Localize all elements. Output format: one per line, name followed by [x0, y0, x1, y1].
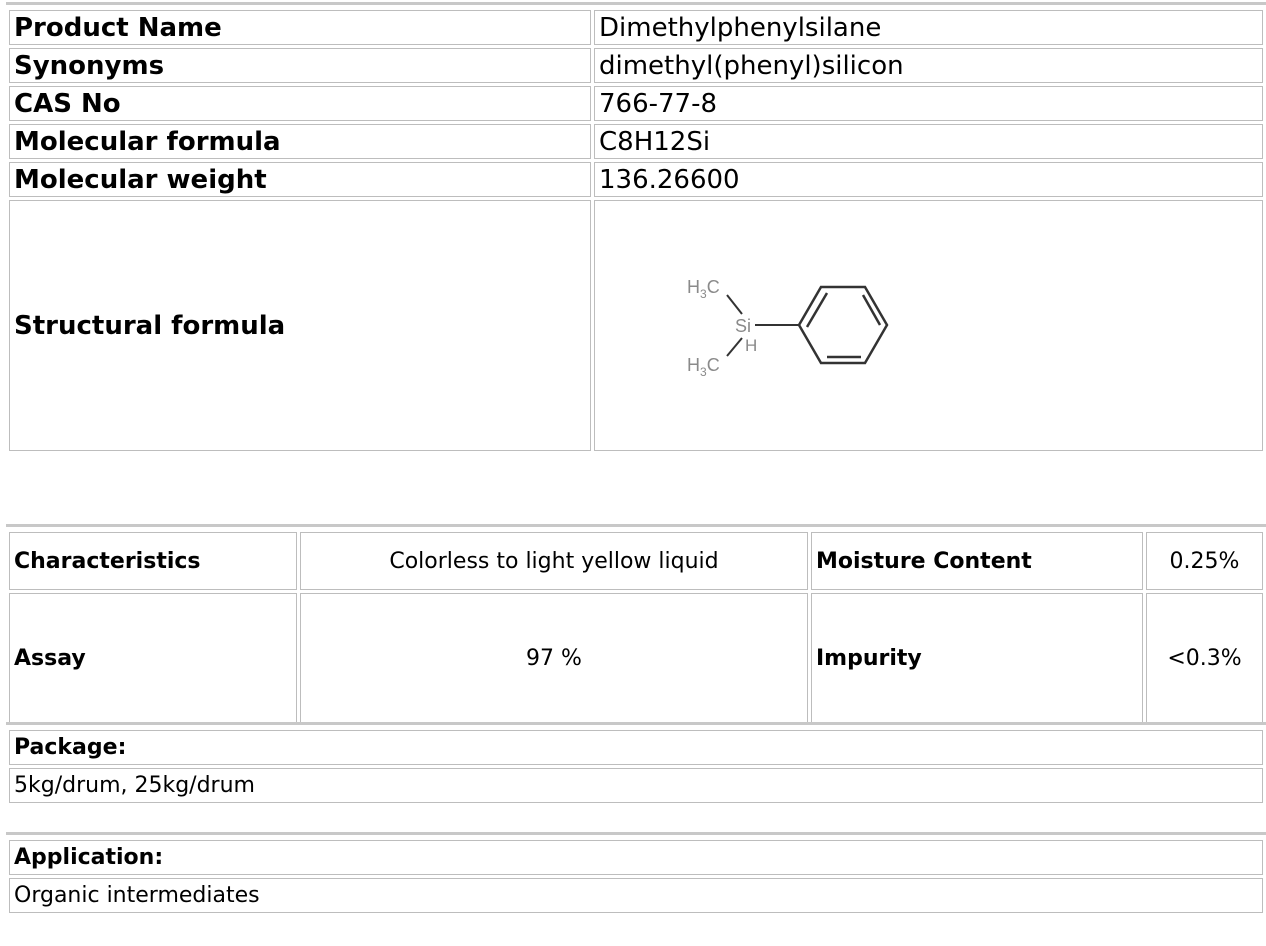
- table-row: Synonyms dimethyl(phenyl)silicon: [9, 48, 1263, 83]
- product-info-block: Product Name Dimethylphenylsilane Synony…: [6, 2, 1266, 454]
- moisture-content-label: Moisture Content: [811, 532, 1143, 590]
- bond-methyl-bottom: [726, 336, 743, 357]
- assay-label: Assay: [9, 593, 297, 723]
- synonyms-value: dimethyl(phenyl)silicon: [594, 48, 1263, 83]
- ring-double-bond: [805, 291, 829, 328]
- benzene-ring: [797, 285, 889, 364]
- table-row: Molecular formula C8H12Si: [9, 124, 1263, 159]
- moisture-content-value: 0.25%: [1146, 532, 1263, 590]
- table-row: Product Name Dimethylphenylsilane: [9, 10, 1263, 45]
- impurity-value: <0.3%: [1146, 593, 1263, 723]
- application-table: Application: Organic intermediates: [6, 837, 1266, 916]
- silicon-label: Si: [735, 316, 751, 336]
- table-row: Package:: [9, 730, 1263, 765]
- molecular-weight-value: 136.26600: [594, 162, 1263, 197]
- table-row: Characteristics Colorless to light yello…: [9, 532, 1263, 590]
- product-name-label: Product Name: [9, 10, 591, 45]
- synonyms-label: Synonyms: [9, 48, 591, 83]
- table-row: Organic intermediates: [9, 878, 1263, 913]
- package-table: Package: 5kg/drum, 25kg/drum: [6, 727, 1266, 806]
- top-methyl-label: H3C: [687, 277, 720, 301]
- package-label: Package:: [9, 730, 1263, 765]
- table-row: CAS No 766-77-8: [9, 86, 1263, 121]
- table-row: Structural formula H3C Si H H3C: [9, 200, 1263, 451]
- assay-value: 97 %: [300, 593, 808, 723]
- silicon-hydrogen-label: H: [745, 336, 757, 355]
- molecular-formula-label: Molecular formula: [9, 124, 591, 159]
- package-block: Package: 5kg/drum, 25kg/drum: [6, 722, 1266, 806]
- application-block: Application: Organic intermediates: [6, 832, 1266, 916]
- product-info-table: Product Name Dimethylphenylsilane Synony…: [6, 7, 1266, 454]
- product-name-value: Dimethylphenylsilane: [594, 10, 1263, 45]
- bottom-methyl-label: H3C: [687, 355, 720, 379]
- table-row: Application:: [9, 840, 1263, 875]
- molecular-formula-value: C8H12Si: [594, 124, 1263, 159]
- characteristics-label: Characteristics: [9, 532, 297, 590]
- structural-formula-cell: H3C Si H H3C: [594, 200, 1263, 451]
- characteristics-value: Colorless to light yellow liquid: [300, 532, 808, 590]
- impurity-label: Impurity: [811, 593, 1143, 723]
- application-label: Application:: [9, 840, 1263, 875]
- properties-table: Characteristics Colorless to light yello…: [6, 529, 1266, 726]
- table-row: 5kg/drum, 25kg/drum: [9, 768, 1263, 803]
- structural-formula-label: Structural formula: [9, 200, 591, 451]
- cas-no-value: 766-77-8: [594, 86, 1263, 121]
- cas-no-label: CAS No: [9, 86, 591, 121]
- structural-formula-image: H3C Si H H3C: [687, 277, 889, 379]
- package-value: 5kg/drum, 25kg/drum: [9, 768, 1263, 803]
- bond-methyl-top: [726, 293, 743, 315]
- molecular-weight-label: Molecular weight: [9, 162, 591, 197]
- table-row: Molecular weight 136.26600: [9, 162, 1263, 197]
- table-row: Assay 97 % Impurity <0.3%: [9, 593, 1263, 723]
- properties-block: Characteristics Colorless to light yello…: [6, 524, 1266, 726]
- application-value: Organic intermediates: [9, 878, 1263, 913]
- ring-double-bond: [861, 293, 882, 326]
